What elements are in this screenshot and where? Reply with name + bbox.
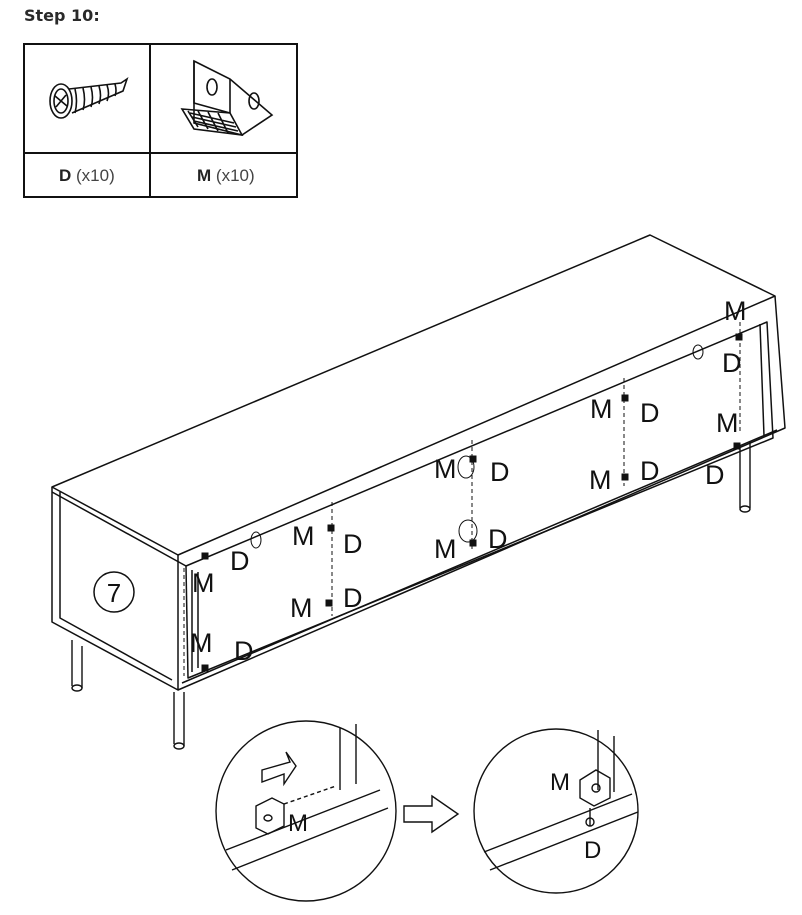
label-m: M — [290, 593, 313, 623]
label-d: D — [640, 456, 660, 486]
part-label-m: M (x10) — [197, 166, 255, 186]
cabinet — [51, 234, 786, 691]
table-divider-horizontal — [25, 152, 296, 154]
panel-number: 7 — [107, 578, 121, 608]
guide-lines — [183, 322, 741, 676]
detail-label-m: M — [550, 769, 570, 796]
part-quantity: (x10) — [215, 166, 255, 185]
label-m: M — [192, 568, 215, 598]
detail-label-d: D — [584, 837, 601, 864]
table-divider-vertical — [149, 45, 151, 196]
legs — [71, 442, 751, 750]
label-d: D — [230, 546, 250, 576]
detail-circle-left — [215, 720, 397, 902]
hardware-marks — [201, 333, 743, 672]
label-m: M — [190, 628, 213, 658]
label-d: D — [490, 457, 510, 487]
label-d: D — [234, 636, 254, 666]
part-letter: D — [59, 166, 72, 185]
part-label-d: D (x10) — [59, 166, 115, 186]
label-m: M — [590, 394, 613, 424]
label-d: D — [705, 460, 725, 490]
label-m: M — [292, 521, 315, 551]
part-letter: M — [197, 166, 212, 185]
detail-label-m: M — [288, 810, 308, 837]
label-d: D — [343, 529, 363, 559]
label-d: D — [343, 583, 363, 613]
screw-icon — [49, 77, 129, 119]
label-d: D — [488, 524, 508, 554]
corner-bracket-icon — [180, 59, 274, 136]
parts-table: D (x10) M (x10) — [23, 43, 298, 198]
label-m: M — [434, 454, 457, 484]
detail-circle-right — [473, 728, 639, 894]
label-m: M — [716, 408, 739, 438]
label-d: D — [640, 398, 660, 428]
label-m: M — [724, 296, 747, 326]
label-m: M — [434, 534, 457, 564]
label-m: M — [589, 465, 612, 495]
label-d: D — [722, 348, 742, 378]
detail-arrow — [403, 794, 460, 834]
callout-labels: M D M D M M D M D D M D M D D M M D M D — [190, 296, 747, 666]
panel-number-circle — [93, 571, 135, 613]
part-quantity: (x10) — [76, 166, 115, 185]
step-title: Step 10: — [24, 6, 100, 25]
